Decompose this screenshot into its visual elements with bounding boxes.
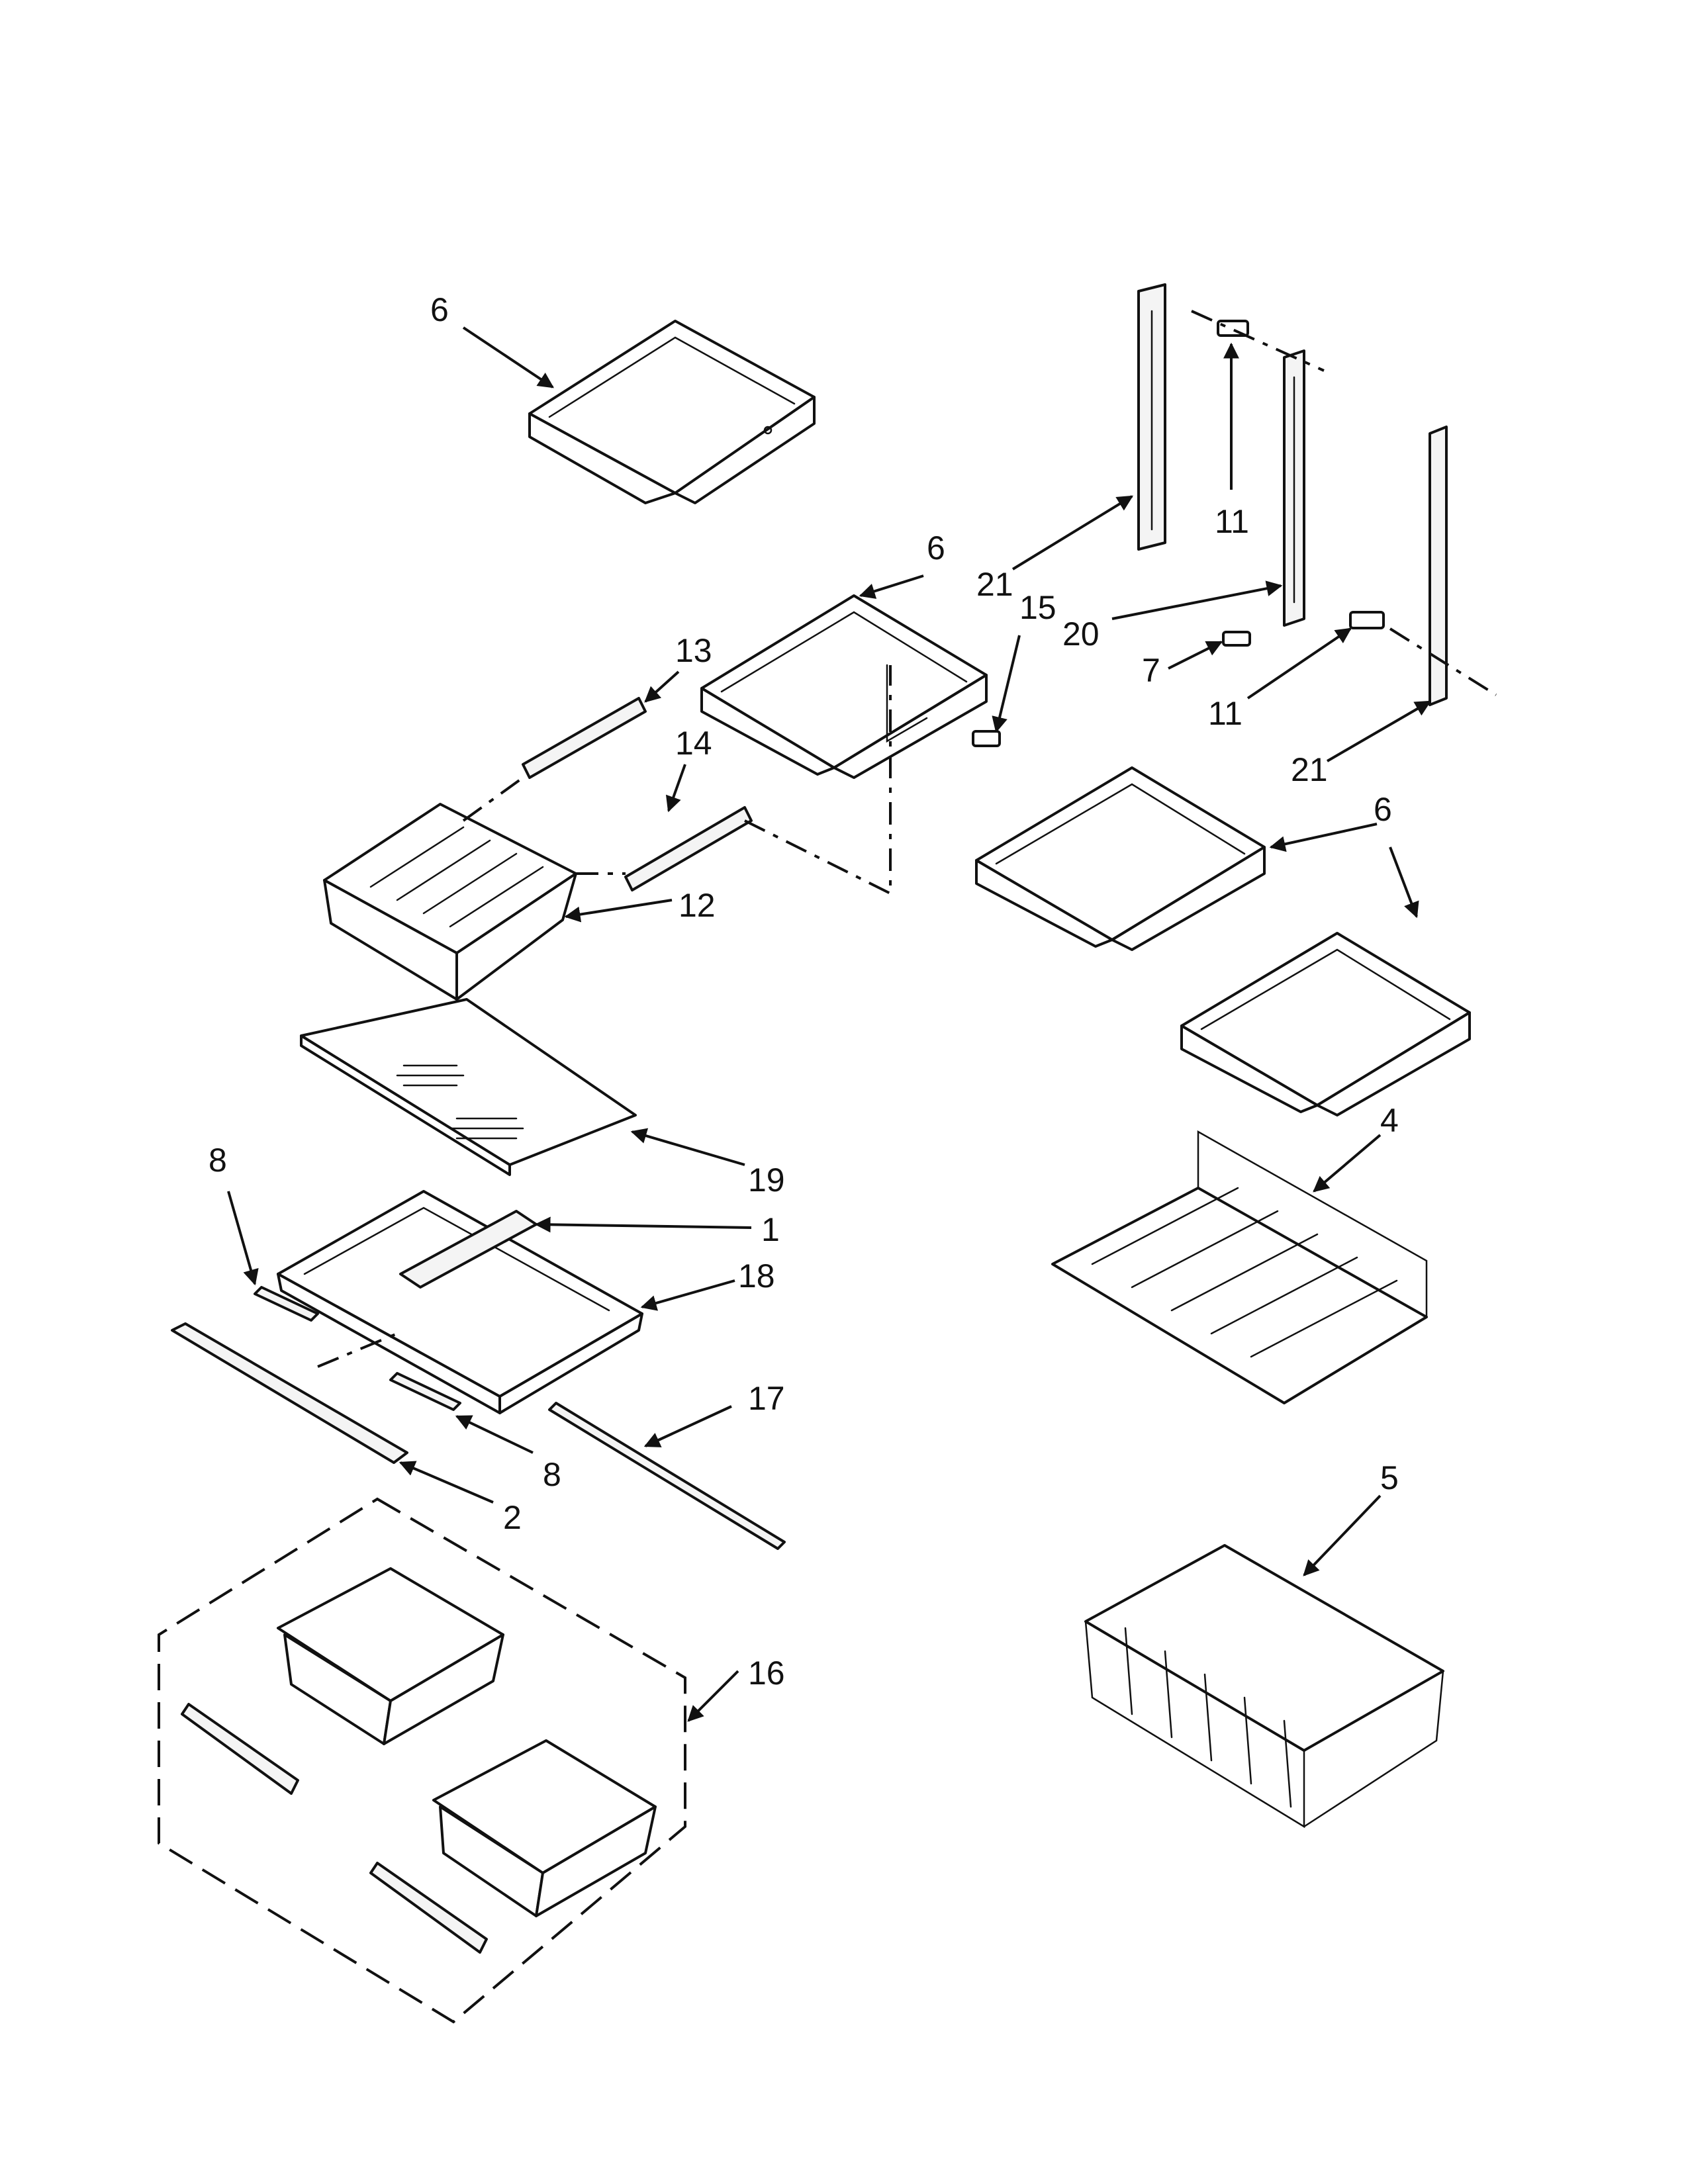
- callout-7: 7: [1142, 652, 1160, 689]
- drawer-rail-13: [522, 697, 647, 779]
- callout-11-upper: 11: [1215, 503, 1249, 540]
- callout-14: 14: [675, 725, 712, 762]
- callout-6-middle: 6: [927, 529, 945, 567]
- callout-8-right: 8: [543, 1456, 561, 1493]
- slide-8-left: [254, 1286, 319, 1322]
- callout-21-right: 21: [1291, 751, 1328, 788]
- rod-17: [548, 1402, 786, 1550]
- callout-1: 1: [761, 1211, 780, 1248]
- crisper-drawer-12: [323, 803, 577, 1001]
- shelf-rail-21-left: [1137, 283, 1166, 551]
- crisper-frame-18: [277, 1190, 643, 1414]
- callout-13: 13: [675, 632, 712, 669]
- callout-4: 4: [1380, 1102, 1399, 1139]
- shelf-6-top: [528, 320, 816, 504]
- shelf-6-right-upper: [975, 766, 1266, 951]
- drawer-rail-14: [624, 806, 753, 891]
- callout-2: 2: [503, 1499, 522, 1536]
- shelf-6-middle: [700, 594, 988, 779]
- callout-15: 15: [1019, 589, 1056, 626]
- callout-11-lower: 11: [1208, 695, 1243, 732]
- callout-6-right-upper: 6: [1374, 791, 1392, 828]
- wire-shelf-4: [1051, 1130, 1428, 1404]
- callout-5: 5: [1380, 1459, 1399, 1496]
- drawer-set-16: [158, 1497, 686, 2024]
- callout-8-left: 8: [209, 1142, 227, 1179]
- shelf-rail-21-right: [1429, 426, 1448, 706]
- screw-7: [1222, 631, 1251, 647]
- callout-20: 20: [1062, 615, 1100, 653]
- callout-19: 19: [748, 1161, 785, 1199]
- wire-basket-5: [1084, 1544, 1444, 1829]
- screw-15: [972, 730, 1001, 747]
- callout-18: 18: [738, 1257, 775, 1295]
- callout-12: 12: [679, 887, 716, 924]
- slide-8-right: [389, 1372, 461, 1411]
- callout-21-left: 21: [976, 566, 1013, 603]
- callout-6-top: 6: [430, 291, 449, 328]
- shelf-rail-20: [1283, 349, 1305, 627]
- callout-16: 16: [748, 1655, 785, 1692]
- glass-shelf-19: [300, 998, 637, 1176]
- trim-2: [171, 1322, 408, 1464]
- screw-11-lower: [1349, 611, 1385, 629]
- shelf-6-right-lower: [1180, 932, 1471, 1116]
- callout-17: 17: [748, 1380, 785, 1417]
